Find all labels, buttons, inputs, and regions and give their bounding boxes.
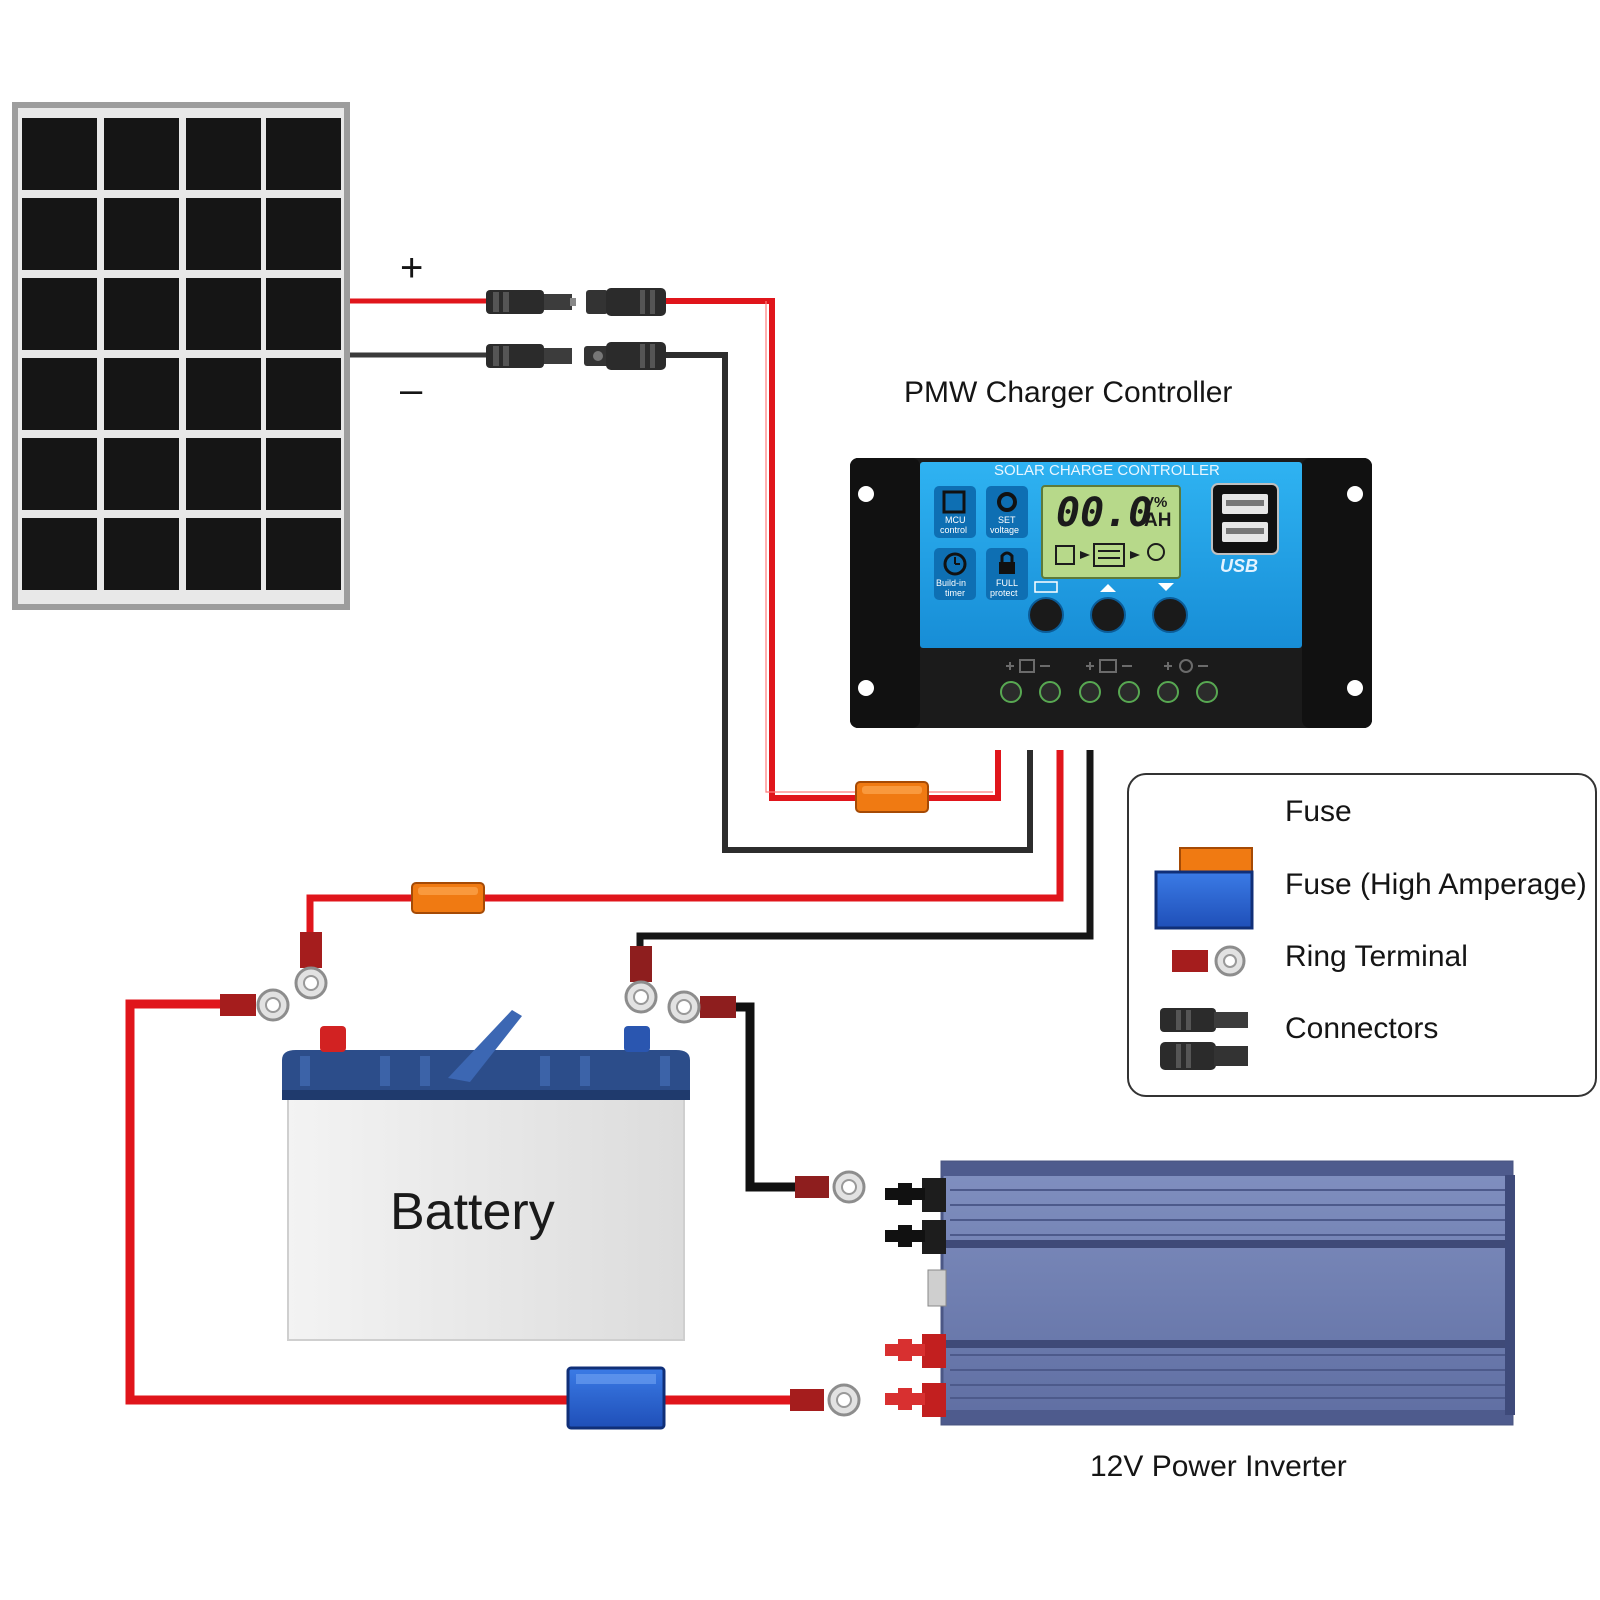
panel-plus-label: + bbox=[400, 246, 424, 290]
legend-connectors-label: Connectors bbox=[1285, 1012, 1439, 1045]
legend-fuse-high-icon bbox=[1154, 847, 1254, 930]
button-menu[interactable] bbox=[1028, 597, 1064, 633]
controller-title: PMW Charger Controller bbox=[904, 376, 1233, 409]
ring-terminal-inv-pos bbox=[790, 1383, 861, 1417]
mc4-connector-neg-right bbox=[584, 342, 666, 370]
feature-mcu-line1: MCU bbox=[945, 515, 966, 525]
lcd-unit-top: V% bbox=[1144, 494, 1168, 511]
panel-minus-label: – bbox=[400, 368, 423, 412]
fuse-battery-positive bbox=[411, 882, 485, 914]
feature-full-line1: FULL bbox=[996, 578, 1019, 588]
solar-cells bbox=[22, 118, 341, 590]
inverter-positive-wire bbox=[125, 999, 790, 1405]
mount-hole-tl bbox=[858, 486, 874, 502]
legend-ring-terminal-label: Ring Terminal bbox=[1285, 940, 1468, 973]
fuse-controller-panel bbox=[855, 781, 929, 813]
inverter-switch bbox=[927, 1269, 947, 1307]
inverter-pos-post-1 bbox=[885, 1334, 946, 1368]
terminal-screws bbox=[1000, 681, 1218, 703]
battery-positive-wire bbox=[306, 750, 1064, 950]
timer-icon bbox=[934, 548, 976, 600]
controller-header: SOLAR CHARGE CONTROLLER bbox=[994, 462, 1220, 479]
mount-hole-br bbox=[1347, 680, 1363, 696]
mc4-connectors bbox=[486, 288, 666, 370]
usb-label: USB bbox=[1220, 556, 1259, 576]
feature-timer-line2: timer bbox=[945, 588, 965, 598]
feature-set-line2: voltage bbox=[990, 525, 1020, 535]
ring-terminal-batt-neg-inv bbox=[667, 990, 736, 1024]
button-up[interactable] bbox=[1090, 597, 1126, 633]
mc4-connector-pos-left bbox=[486, 290, 576, 314]
ring-terminal-batt-pos-ctrl bbox=[294, 932, 328, 1000]
ring-terminal-batt-pos-inv bbox=[220, 988, 290, 1022]
legend-ring-terminal-icon bbox=[1172, 945, 1246, 977]
mc4-connector-pos-right bbox=[586, 288, 666, 316]
legend-fuse-label: Fuse bbox=[1285, 795, 1352, 828]
inverter-neg-post-1 bbox=[885, 1178, 946, 1212]
usb-ports bbox=[1211, 483, 1279, 555]
battery-handle bbox=[448, 1010, 522, 1082]
battery bbox=[282, 1010, 690, 1341]
feature-mcu-line2: control bbox=[940, 525, 968, 535]
feature-full-line2: protect bbox=[990, 588, 1018, 598]
mcu-control-icon bbox=[934, 486, 976, 538]
solar-panel bbox=[12, 102, 350, 610]
legend bbox=[1127, 773, 1597, 1097]
button-down[interactable] bbox=[1152, 597, 1188, 633]
legend-connectors-icon bbox=[1160, 1008, 1248, 1070]
mc4-connector-neg-left bbox=[486, 344, 572, 368]
feature-set-line1: SET bbox=[998, 515, 1016, 525]
panel-positive-wire-2 bbox=[665, 298, 1001, 801]
full-protect-lock-icon bbox=[986, 548, 1028, 600]
power-inverter bbox=[885, 1160, 1515, 1426]
lcd-screen bbox=[1041, 485, 1181, 579]
inverter-pos-post-2 bbox=[885, 1383, 946, 1417]
mount-hole-bl bbox=[858, 680, 874, 696]
battery-positive-post bbox=[320, 1026, 346, 1052]
terminal-labels bbox=[1006, 659, 1208, 673]
fuse-high-amperage bbox=[566, 1366, 666, 1430]
inverter-label: 12V Power Inverter bbox=[1090, 1450, 1347, 1483]
lcd-unit-bottom: AH bbox=[1144, 510, 1172, 531]
button-markers bbox=[1034, 581, 1174, 593]
battery-negative-post bbox=[624, 1026, 650, 1052]
battery-label: Battery bbox=[390, 1183, 555, 1241]
mount-hole-tr bbox=[1347, 486, 1363, 502]
charge-controller bbox=[850, 458, 1372, 728]
inverter-negative-wire bbox=[735, 1002, 795, 1192]
wires bbox=[125, 298, 1094, 1405]
legend-fuse-high-label: Fuse (High Amperage) bbox=[1285, 868, 1587, 901]
panel-negative-wire-2 bbox=[665, 352, 1033, 853]
ring-terminal-batt-neg-ctrl bbox=[624, 946, 658, 1014]
ring-terminal-inv-neg bbox=[795, 1170, 866, 1204]
set-voltage-icon bbox=[986, 486, 1028, 538]
lcd-value: 00.0 bbox=[1056, 490, 1153, 536]
lcd-flow-icons bbox=[1055, 543, 1165, 567]
feature-timer-line1: Build-in bbox=[936, 578, 967, 588]
ring-terminals bbox=[220, 932, 866, 1417]
inverter-neg-post-2 bbox=[885, 1220, 946, 1254]
